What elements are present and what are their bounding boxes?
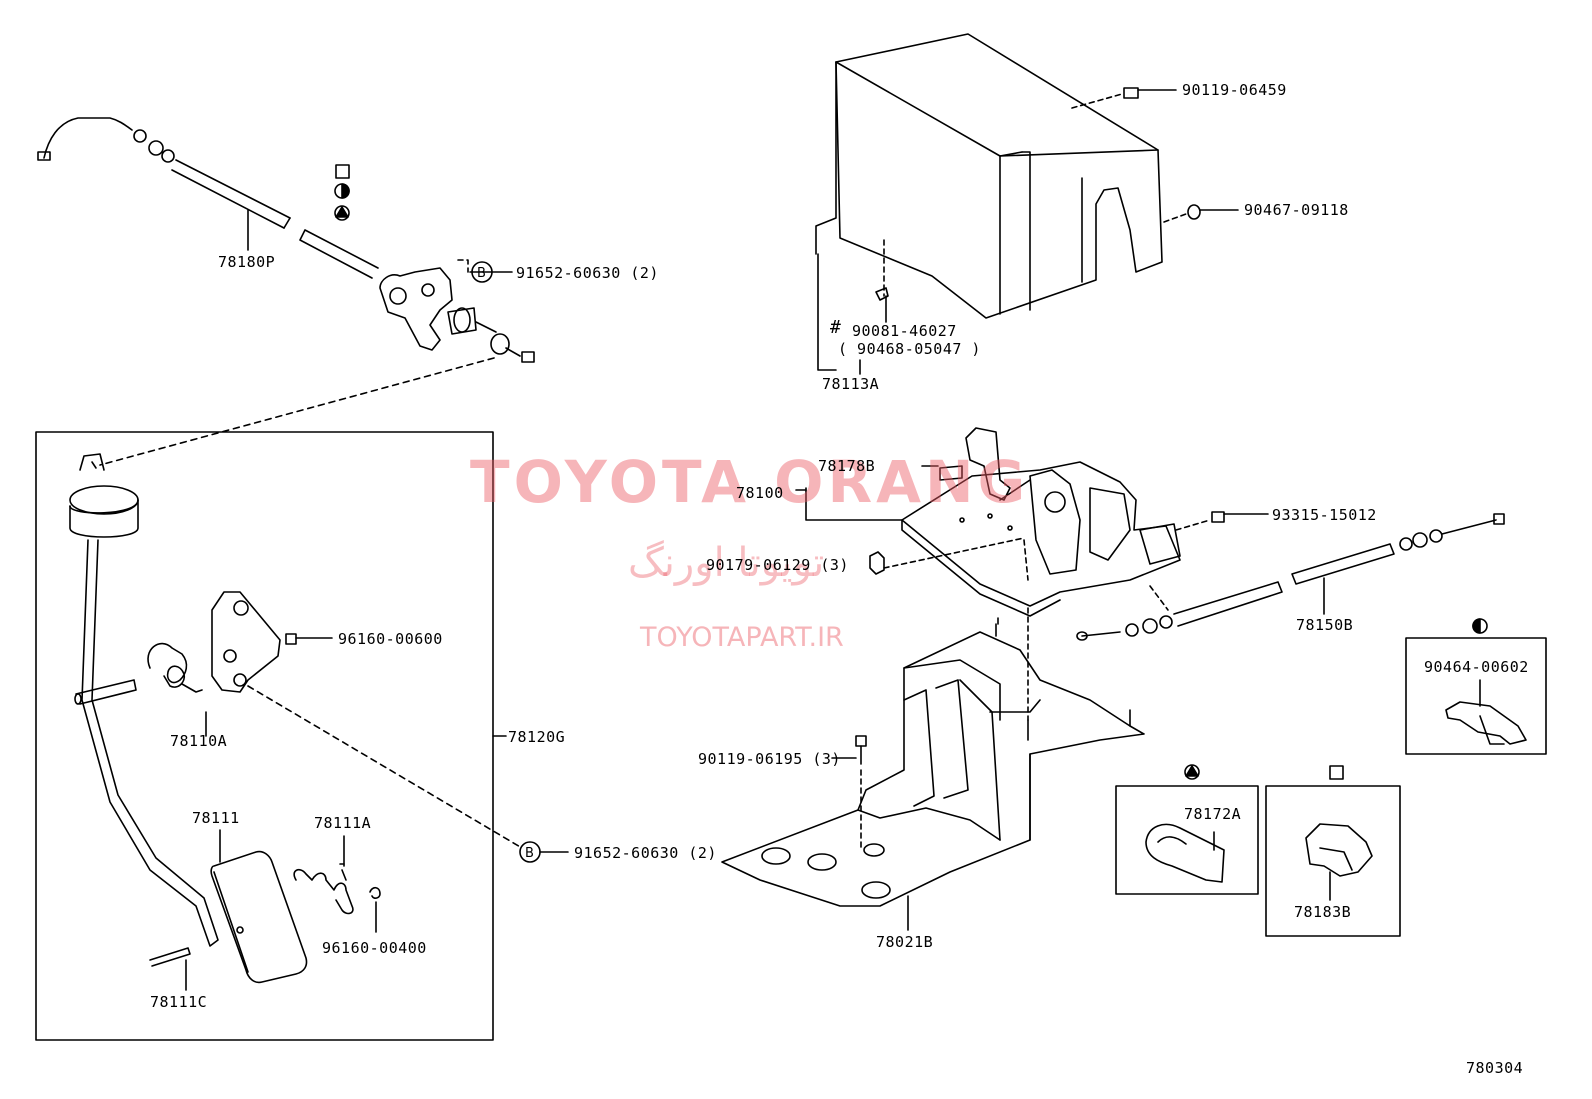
watermark-brand: TOYOTA ORANG xyxy=(470,448,1030,516)
watermark-persian: تویوتا اورنگ xyxy=(628,540,825,586)
bolt-90119-06459 xyxy=(1071,87,1177,109)
part-label-90179-06129: 90179-06129 (3) xyxy=(706,556,849,574)
detail-box-78183B xyxy=(1265,765,1401,937)
small-clip-96160-00400 xyxy=(369,886,381,933)
accelerator-pedal-lever xyxy=(69,453,219,967)
part-label-78120G: 78120G xyxy=(508,728,566,746)
note-mark-hash: # xyxy=(830,317,842,338)
pedal-pad-78111 xyxy=(210,829,308,984)
part-label-96160-00400: 96160-00400 xyxy=(322,939,427,957)
nut-90179-06129 xyxy=(869,537,1029,581)
part-label-78178B: 78178B xyxy=(818,457,876,475)
tray-78021B xyxy=(721,607,1145,931)
part-label-90467-09118: 90467-09118 xyxy=(1244,201,1349,219)
part-label-96160-00600: 96160-00600 xyxy=(338,630,443,648)
part-label-90468-05047: ( 90468-05047 ) xyxy=(838,340,981,358)
part-label-91652-60630-top: 91652-60630 (2) xyxy=(516,264,659,282)
small-clip-96160-00600 xyxy=(285,633,333,645)
bolt-ref-letter-bottom: B xyxy=(525,846,534,861)
bolt-90119-06195 xyxy=(831,735,867,851)
detail-box-78172A xyxy=(1115,764,1259,895)
bolt-ref-marker-top xyxy=(471,261,493,283)
part-label-78100: 78100 xyxy=(736,484,784,502)
part-label-78172A: 78172A xyxy=(1184,805,1242,823)
part-label-91652-60630-bottom: 91652-60630 (2) xyxy=(574,844,717,862)
legend-symbols xyxy=(334,164,350,221)
part-label-90081-46027: 90081-46027 xyxy=(852,322,957,340)
part-label-90119-06459: 90119-06459 xyxy=(1182,81,1287,99)
part-label-90119-06195: 90119-06195 (3) xyxy=(698,750,841,768)
cable-bracket-upper xyxy=(379,259,535,363)
part-label-78111: 78111 xyxy=(192,809,240,827)
part-label-78150B: 78150B xyxy=(1296,616,1354,634)
part-label-78021B: 78021B xyxy=(876,933,934,951)
spring-78111A xyxy=(293,835,354,915)
clip-90467-09118 xyxy=(1163,204,1239,223)
link-line-cable-pedal xyxy=(99,357,495,466)
pedal-bracket xyxy=(211,591,281,693)
link-line-bracket-bolt xyxy=(247,685,523,849)
accelerator-cable-lower xyxy=(1076,513,1505,641)
part-label-78183B: 78183B xyxy=(1294,903,1352,921)
detail-box-90464-00602 xyxy=(1405,618,1547,755)
bolt-93315-15012 xyxy=(1175,511,1269,531)
watermark-url: TOYOTAPART.IR xyxy=(640,622,844,653)
brake-bracket-78100 xyxy=(795,427,1181,617)
part-label-78180P: 78180P xyxy=(218,253,276,271)
part-label-78113A: 78113A xyxy=(822,375,880,393)
part-label-90464-00602: 90464-00602 xyxy=(1424,658,1529,676)
part-label-93315-15012: 93315-15012 xyxy=(1272,506,1377,524)
pedal-return-spring xyxy=(147,642,207,737)
part-label-78110A: 78110A xyxy=(170,732,228,750)
figure-number: 780304 xyxy=(1466,1059,1524,1077)
part-label-78111A: 78111A xyxy=(314,814,372,832)
accelerator-cable-upper xyxy=(37,117,379,279)
engine-under-cover xyxy=(815,33,1163,375)
bolt-ref-letter-top: B xyxy=(477,266,486,281)
part-label-78111C: 78111C xyxy=(150,993,208,1011)
